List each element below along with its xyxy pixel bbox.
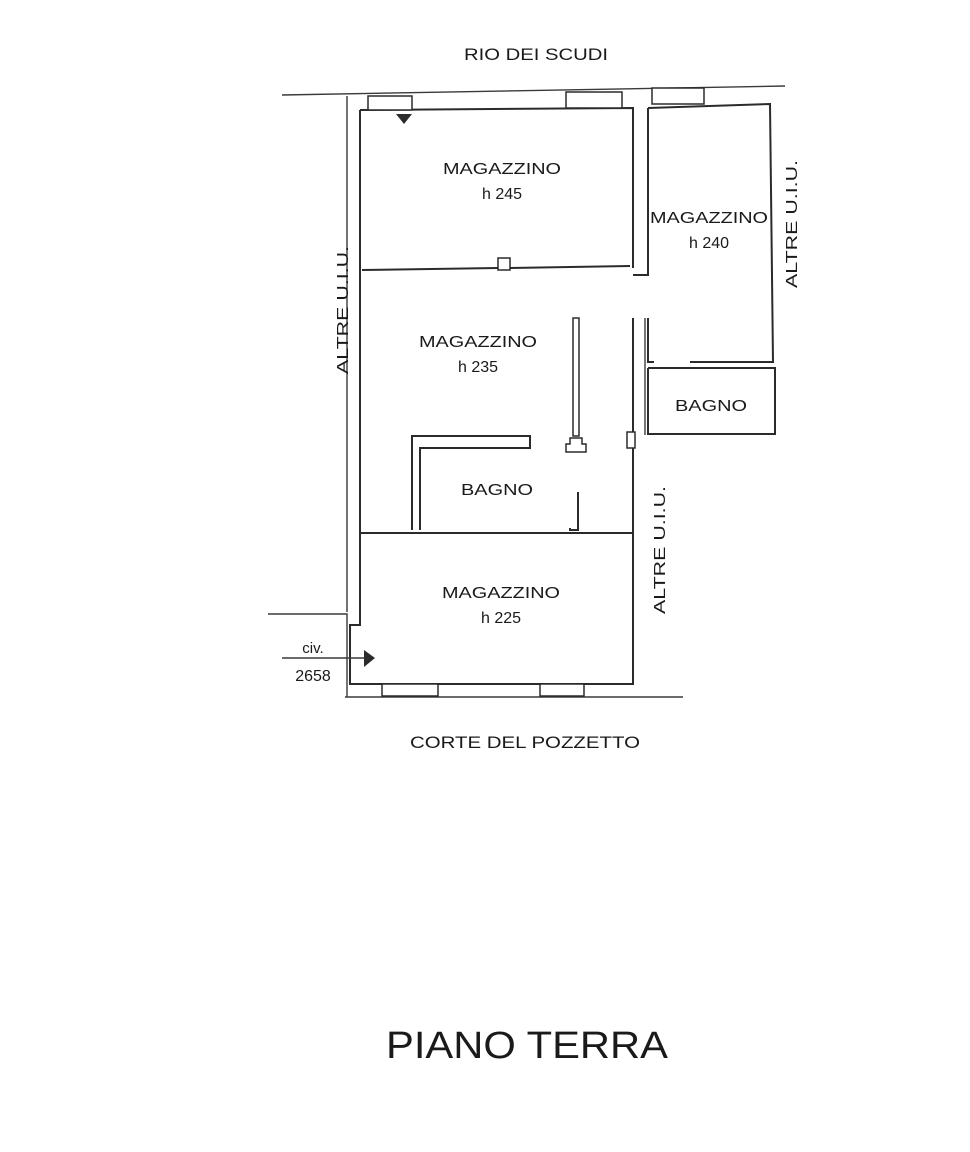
neighbor-right-middle-label: ALTRE U.I.U. xyxy=(652,486,669,614)
room-magazzino-235-height: h 235 xyxy=(458,359,498,376)
room-magazzino-240-name: MAGAZZINO xyxy=(650,210,768,227)
street-top-label: RIO DEI SCUDI xyxy=(464,45,608,64)
entrance-label: civ. xyxy=(302,640,323,657)
floor-title: PIANO TERRA xyxy=(386,1025,669,1067)
window-bottom-2 xyxy=(539,683,585,697)
room-magazzino-225-name: MAGAZZINO xyxy=(442,585,560,602)
corridor-door-gap xyxy=(626,431,636,449)
neighbor-left-label: ALTRE U.I.U. xyxy=(335,246,352,374)
canal-edge-line xyxy=(281,85,786,96)
window-top-2 xyxy=(565,91,623,109)
window-top-1 xyxy=(367,95,413,111)
left-bagno-walls xyxy=(411,435,579,531)
entrance-arrow-icon xyxy=(364,650,375,667)
room-bagno-right-name: BAGNO xyxy=(675,398,747,415)
entrance-outline xyxy=(268,613,348,697)
neighbor-right-top-label: ALTRE U.I.U. xyxy=(784,160,801,288)
room-magazzino-245-height: h 245 xyxy=(482,186,522,203)
room-magazzino-235-name: MAGAZZINO xyxy=(419,334,537,351)
window-bottom-1 xyxy=(381,683,439,697)
stair-ladder xyxy=(572,317,580,437)
right-bagno-walls xyxy=(647,318,776,435)
window-top-3 xyxy=(651,87,705,105)
street-bottom-label: CORTE DEL POZZETTO xyxy=(410,733,640,752)
entrance-number: 2658 xyxy=(295,668,331,685)
partition-opening xyxy=(497,257,511,271)
room-bagno-left-name: BAGNO xyxy=(461,482,533,499)
main-block-walls xyxy=(349,106,634,685)
partition-245-235 xyxy=(361,265,631,271)
room-magazzino-240-height: h 240 xyxy=(689,235,729,252)
right-block-walls xyxy=(633,102,775,363)
top-door-marker xyxy=(396,114,412,124)
room-magazzino-245-name: MAGAZZINO xyxy=(443,161,561,178)
stair-arrow-icon xyxy=(565,437,587,453)
room-magazzino-225-height: h 225 xyxy=(481,610,521,627)
